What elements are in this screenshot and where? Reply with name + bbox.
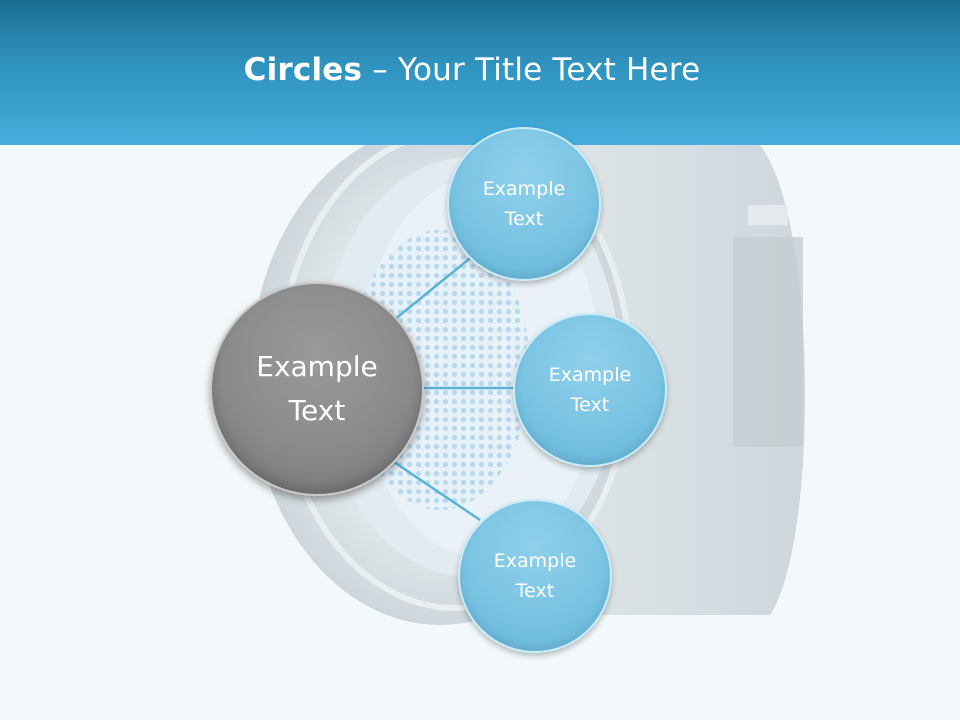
slide-title: Circles – Your Title Text Here (0, 52, 944, 88)
title-bar (0, 0, 960, 145)
connector-line (393, 254, 475, 321)
cylinder-background-image (250, 145, 805, 625)
title-bold: Circles (243, 52, 363, 88)
node-circle-text: Example Text (493, 550, 577, 602)
node-circle-bottom: Example Text (458, 499, 612, 653)
node-circle-text: Example Text (482, 178, 566, 230)
center-circle-text: Example Text (256, 350, 378, 427)
node-circle-top: Example Text (447, 127, 601, 281)
node-circle-middle: Example Text (513, 313, 667, 467)
title-rest: – Your Title Text Here (362, 52, 701, 88)
center-circle: Example Text (210, 282, 424, 496)
node-circle-text: Example Text (548, 364, 632, 416)
connector-line (393, 460, 481, 522)
